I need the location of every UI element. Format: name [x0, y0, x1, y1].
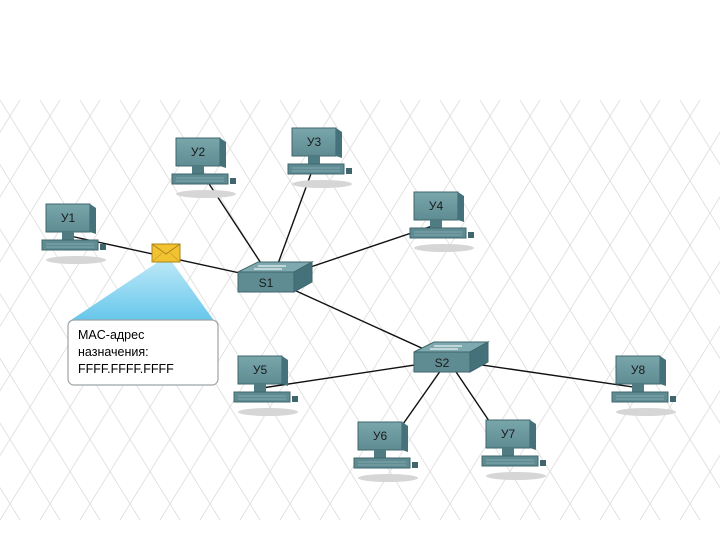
switch-label-s2: S2 [435, 356, 450, 370]
link-s1-s2 [271, 279, 449, 361]
switch-s1: S1 [237, 261, 314, 293]
computer-label-u3: У3 [307, 135, 322, 149]
switch-s2: S2 [413, 341, 490, 373]
callout-beam [68, 262, 215, 322]
callout-line-2: назначения: [78, 345, 149, 359]
computer-label-u8: У8 [631, 363, 646, 377]
computer-u5: У5 [233, 355, 298, 416]
computer-u4: У4 [409, 191, 474, 252]
computer-label-u7: У7 [501, 427, 516, 441]
computer-u2: У2 [171, 137, 236, 198]
callout-box: MAC-адрес назначения: FFFF.FFFF.FFFF [67, 319, 219, 386]
switch-label-s1: S1 [259, 276, 274, 290]
callout-line-1: MAC-адрес [78, 328, 144, 342]
computer-u1: У1 [41, 203, 106, 264]
computer-label-u5: У5 [253, 363, 268, 377]
callout-line-3: FFFF.FFFF.FFFF [78, 362, 174, 376]
computer-label-u4: У4 [429, 199, 444, 213]
computer-u6: У6 [353, 421, 418, 482]
computer-u3: У3 [287, 127, 352, 188]
computer-label-u6: У6 [373, 429, 388, 443]
computer-label-u2: У2 [191, 145, 206, 159]
computer-u7: У7 [481, 419, 546, 480]
computer-label-u1: У1 [61, 211, 76, 225]
link-u3-s1 [271, 159, 317, 281]
computer-u8: У8 [611, 355, 676, 416]
envelope-icon [151, 243, 181, 263]
